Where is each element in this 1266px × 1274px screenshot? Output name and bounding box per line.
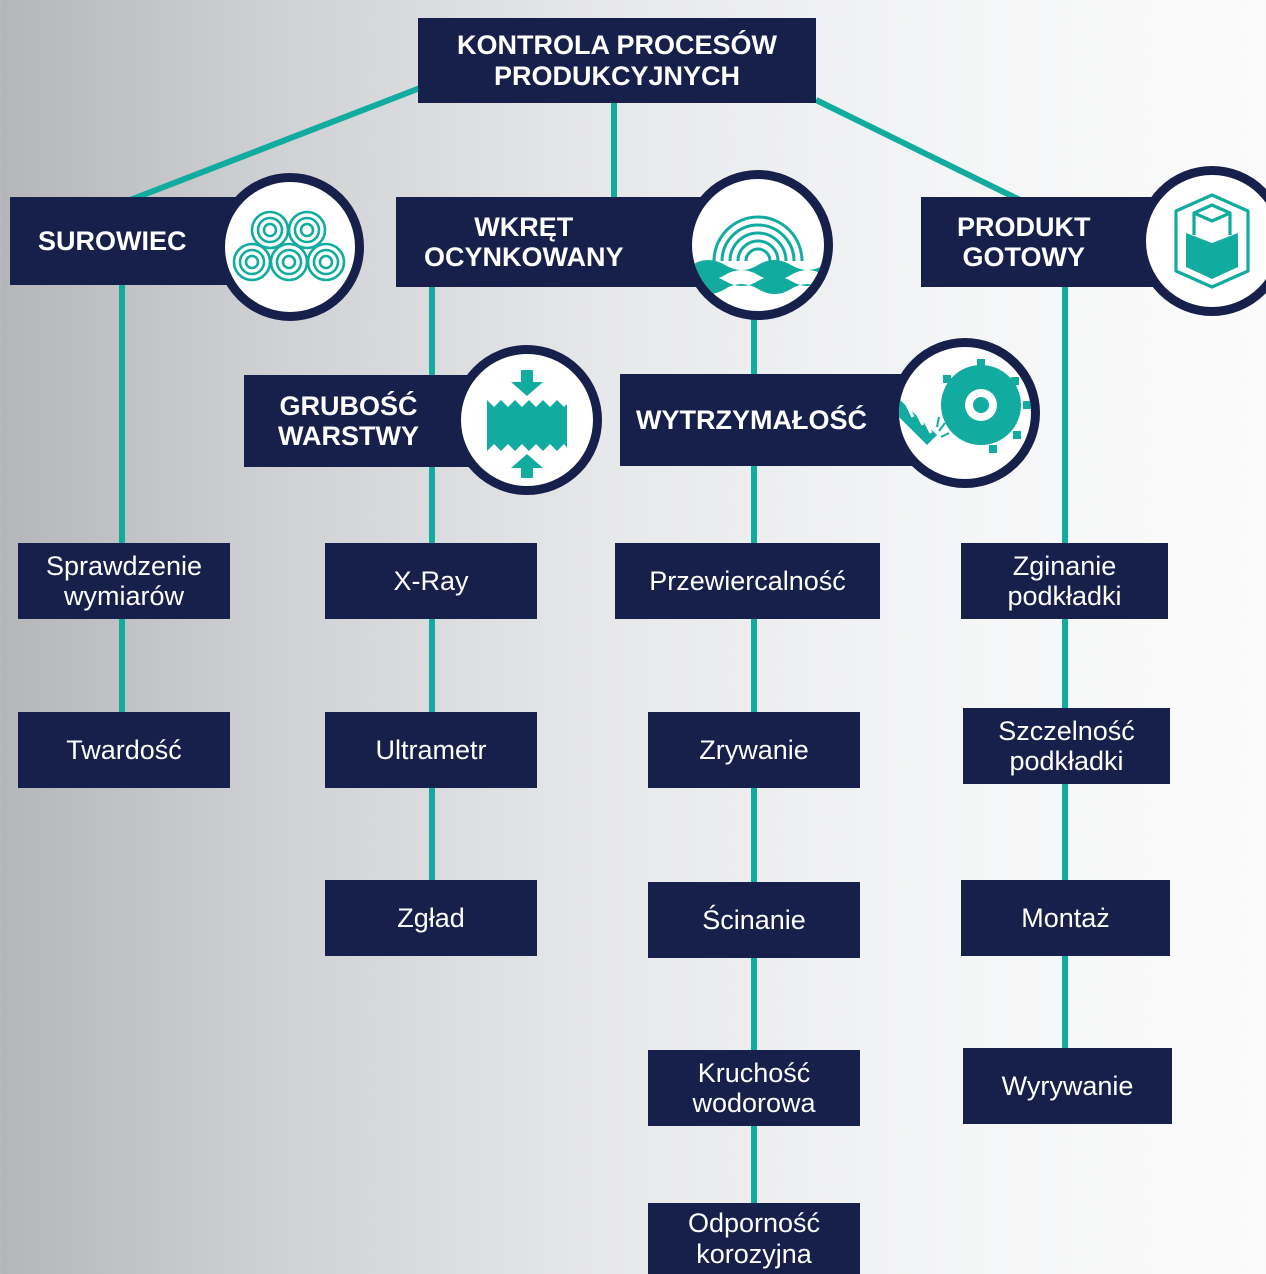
- subgroup-wytrzymalosc: WYTRZYMAŁOŚĆ: [620, 374, 925, 466]
- subgroup-wytrzymalosc-title: WYTRZYMAŁOŚĆ: [636, 404, 867, 435]
- leaf-label: Wyrywanie: [1001, 1070, 1134, 1101]
- category-wkret-title: WKRĘT OCYNKOWANY: [424, 211, 624, 272]
- leaf-label: Twardość: [66, 734, 182, 765]
- category-surowiec-title: SUROWIEC: [38, 225, 187, 256]
- leaf-label: Montaż: [1021, 902, 1110, 933]
- leaf-label: X-Ray: [393, 565, 469, 596]
- category-produkt-gotowy: PRODUKT GOTOWY: [921, 197, 1166, 287]
- leaf-x-ray: X-Ray: [325, 543, 537, 619]
- leaf-label: Zgład: [397, 902, 465, 933]
- leaf-label: Zrywanie: [699, 734, 809, 765]
- category-produkt-title: PRODUKT GOTOWY: [957, 211, 1091, 272]
- leaf-zglad: Zgład: [325, 880, 537, 956]
- leaf-twardosc: Twardość: [18, 712, 230, 788]
- leaf-przewiercalnosc: Przewiercalność: [615, 543, 880, 619]
- category-surowiec: SUROWIEC: [10, 197, 250, 285]
- leaf-label: Przewiercalność: [649, 565, 846, 596]
- leaf-kruchosc-wodorowa: Kruchość wodorowa: [648, 1050, 860, 1126]
- subgroup-grubosc-title: GRUBOŚĆ WARSTWY: [278, 390, 419, 451]
- product-box-icon: [1137, 166, 1266, 316]
- wire-coils-icon: [216, 173, 364, 321]
- leaf-sprawdzenie-wymiarow: Sprawdzenie wymiarów: [18, 543, 230, 619]
- root-node: KONTROLA PROCESÓW PRODUKCYJNYCH: [418, 18, 816, 103]
- leaf-label: Zginanie podkładki: [1007, 550, 1122, 611]
- leaf-label: Kruchość wodorowa: [692, 1057, 816, 1118]
- leaf-label: Odporność korozyjna: [687, 1208, 821, 1269]
- root-title: KONTROLA PROCESÓW PRODUKCYJNYCH: [457, 30, 777, 91]
- category-wkret-ocynkowany: WKRĘT OCYNKOWANY: [396, 197, 721, 287]
- leaf-scinanie: Ścinanie: [648, 882, 860, 958]
- leaf-szczelnosc-podkladki: Szczelność podkładki: [963, 708, 1170, 784]
- leaf-label: Sprawdzenie wymiarów: [45, 550, 203, 611]
- coating-waves-icon: [683, 170, 833, 320]
- drill-disc-icon: [890, 338, 1040, 488]
- leaf-wyrywanie: Wyrywanie: [963, 1048, 1172, 1124]
- leaf-label: Ścinanie: [702, 904, 806, 935]
- leaf-ultrametr: Ultrametr: [325, 712, 537, 788]
- leaf-label: Ultrametr: [375, 734, 487, 765]
- leaf-zrywanie: Zrywanie: [648, 712, 860, 788]
- leaf-label: Szczelność podkładki: [998, 715, 1135, 776]
- leaf-zginanie-podkladki: Zginanie podkładki: [961, 543, 1168, 619]
- leaf-montaz: Montaż: [961, 880, 1170, 956]
- layer-thickness-icon: [452, 345, 602, 495]
- leaf-odpornosc-korozyjna: Odporność korozyjna: [648, 1203, 860, 1274]
